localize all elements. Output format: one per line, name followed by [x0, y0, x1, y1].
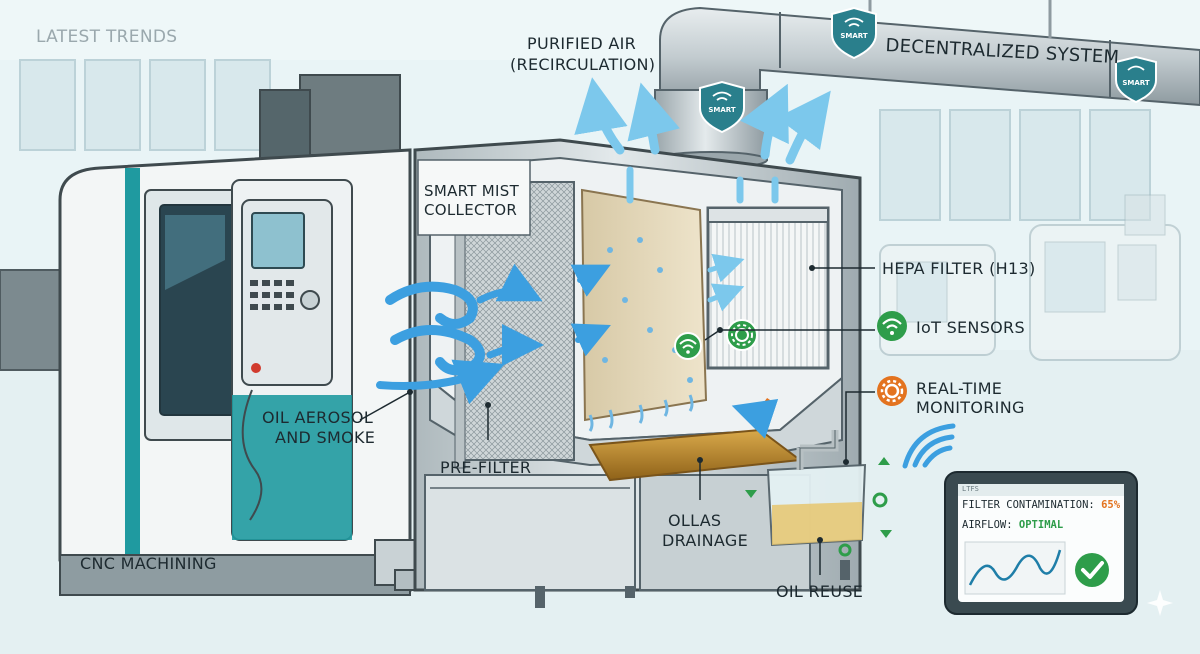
hepa-filter: [706, 206, 830, 370]
iot-sensors-label: IoT SENSORS: [916, 318, 1025, 337]
coalescing-filter-media: [580, 188, 708, 432]
smoke-label: AND SMOKE: [275, 428, 376, 447]
cnc-machining-label: CNC MACHINING: [80, 554, 217, 573]
hepa-filter-label: HEPA FILTER (H13): [882, 259, 1036, 278]
tablet-trend-chart: [964, 541, 1066, 595]
purified-air-label: PURIFIED AIR: [527, 34, 637, 53]
purified-air-arrows: [574, 77, 831, 204]
smart-shield-icon: SMART: [1115, 55, 1157, 104]
section-title: LATEST TRENDS: [36, 27, 178, 47]
tablet-wifi-icon: [902, 423, 956, 469]
wifi-icon: [674, 332, 702, 360]
recycle-arrows-icon: [745, 457, 892, 557]
contamination-value: 65%: [1101, 499, 1121, 511]
oil-flow-arrow: [731, 397, 779, 439]
svg-text:SMART: SMART: [840, 32, 868, 40]
airflow-value: OPTIMAL: [1018, 519, 1064, 531]
drainage-line1-label: OLLAS: [668, 511, 722, 530]
checkmark-icon: [1075, 553, 1109, 587]
smart-shield-icon: SMART: [831, 6, 877, 60]
smart-shield-icon: SMART: [699, 80, 745, 134]
contamination-label: FILTER CONTAMINATION:: [962, 499, 1095, 511]
monitoring-label: MONITORING: [916, 398, 1025, 417]
smart-mist-label: SMART MIST: [424, 182, 520, 200]
realtime-label: REAL-TIME: [916, 379, 1003, 398]
oil-aerosol-airflow: [376, 253, 745, 405]
svg-text:SMART: SMART: [1122, 79, 1150, 87]
recirculation-label: (RECIRCULATION): [510, 55, 656, 74]
tablet-header: LTFS: [962, 485, 979, 493]
tablet-contamination-row: FILTER CONTAMINATION: 65%: [962, 499, 1120, 511]
drainage-label: DRAINAGE: [662, 531, 748, 550]
oil-reuse-tank: [766, 430, 867, 547]
collector-label: COLLECTOR: [424, 201, 518, 219]
pre-filter-label: PRE-FILTER: [440, 458, 532, 477]
oil-reuse-label: OIL REUSE: [776, 582, 864, 601]
gear-icon: [877, 376, 907, 406]
tablet-airflow-row: AIRFLOW: OPTIMAL: [962, 519, 1063, 531]
collector-label-plate: [417, 159, 531, 236]
wifi-icon: [877, 311, 907, 341]
sparkle-icon: [1147, 590, 1173, 616]
oil-aerosol-label: OIL AEROSOL: [262, 408, 374, 427]
svg-text:SMART: SMART: [708, 106, 736, 114]
gear-icon: [726, 319, 758, 351]
airflow-label: AIRFLOW:: [962, 519, 1013, 531]
